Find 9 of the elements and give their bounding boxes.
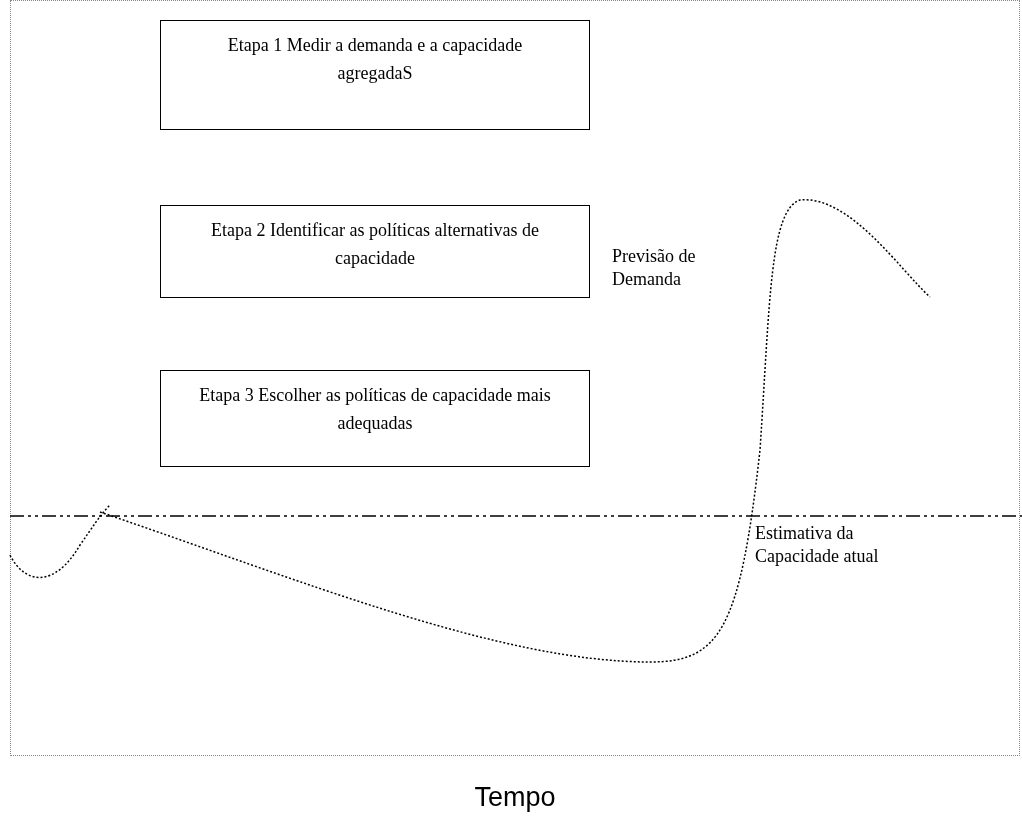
step-text: Etapa 1 Medir a demanda e a capacidade agregadaS (226, 34, 524, 85)
axis-title: Tempo (473, 782, 557, 813)
step-text: Etapa 3 Escolher as políticas de capacidade mais adequadas (198, 384, 552, 435)
step-box (160, 20, 590, 130)
demand-forecast-label: Previsão de Demanda (612, 245, 697, 291)
step-box (160, 205, 590, 298)
capacity-estimate-label: Estimativa da Capacidade atual (755, 522, 880, 568)
step-text: Etapa 2 Identificar as políticas alternativas de capacidade (210, 219, 540, 270)
step-box (160, 370, 590, 467)
